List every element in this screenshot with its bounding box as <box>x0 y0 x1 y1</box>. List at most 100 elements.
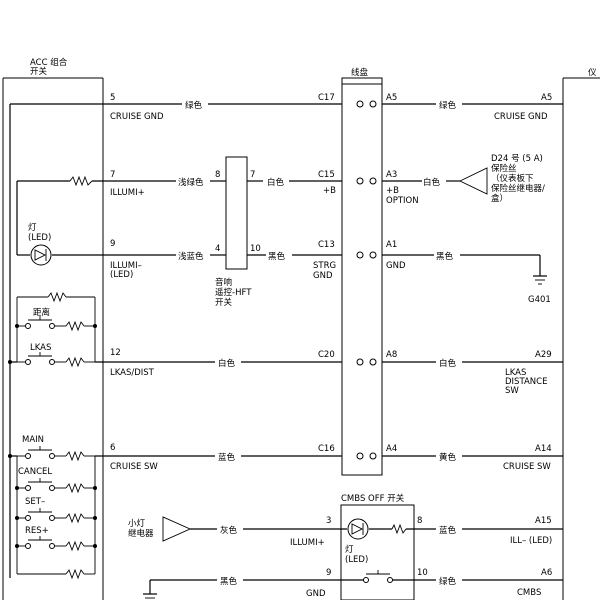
label-lkas: LKAS <box>505 368 526 378</box>
pin-left-6: 6 <box>110 443 115 453</box>
resistor-icon <box>69 175 93 187</box>
wire-color-green-3: 绿色 <box>439 576 457 587</box>
label-sw: SW <box>505 386 519 396</box>
ground-label: G401 <box>528 295 551 305</box>
harness-contact-3 <box>356 251 377 259</box>
switch-lkas-label: LKAS <box>30 343 51 353</box>
pin-left-9: 9 <box>110 239 115 249</box>
hft-label-2: 遥控-HFT <box>215 287 252 298</box>
pin-a4: A4 <box>386 444 397 454</box>
label-illumi-minus: ILLUMI– <box>110 261 142 271</box>
pin-left-12: 12 <box>110 348 121 358</box>
wire-color-black-2: 黑色 <box>220 576 238 587</box>
pin-a3: A3 <box>386 170 397 180</box>
relay-label-2: 继电器 <box>128 528 154 539</box>
relay-label-1: 小灯 <box>128 518 146 529</box>
ground-icon <box>533 275 547 285</box>
wire-color-light-green: 浅绿色 <box>178 177 204 188</box>
harness-title: 线盘 <box>351 67 369 78</box>
cmbs-resistor-icon <box>391 523 407 535</box>
harness-contact-5 <box>356 452 377 460</box>
label-cruise-gnd-left: CRUISE GND <box>110 112 164 122</box>
distance-lkas-switch-group <box>15 291 97 368</box>
label-led: (LED) <box>110 270 133 280</box>
pin-c13: C13 <box>318 240 335 250</box>
wire-color-green-2: 绿色 <box>439 100 457 111</box>
pin-a14: A14 <box>535 444 552 454</box>
pin-a8: A8 <box>386 350 397 360</box>
pin-r-a5: A5 <box>541 93 552 103</box>
wire-cruise-gnd <box>9 103 563 578</box>
fuse-line-2: 保险丝 <box>491 163 517 174</box>
harness-contact-2 <box>356 177 377 185</box>
hft-label-1: 音响 <box>215 277 232 288</box>
switch-res-label: RES+ <box>25 526 49 536</box>
hft-label-3: 开关 <box>215 297 233 308</box>
wire-color-green-1: 绿色 <box>185 100 203 111</box>
fuse-arrow-icon <box>458 167 488 195</box>
cmbs-pin-8: 8 <box>417 516 422 526</box>
switch-distance-label: 距离 <box>33 307 50 318</box>
junction-dot <box>8 454 12 458</box>
pin-left-5: 5 <box>110 93 115 103</box>
lamp-label-2: (LED) <box>28 233 51 243</box>
cmbs-ground-icon <box>143 593 157 599</box>
pin-a29: A29 <box>535 350 552 360</box>
cmbs-label-illumi: ILLUMI+ <box>290 538 325 548</box>
label-b-plus-c: +B <box>323 186 336 196</box>
hft-switch-box <box>225 156 248 270</box>
hft-pin-10: 10 <box>250 244 261 254</box>
pin-a5: A5 <box>386 93 397 103</box>
acc-switch-title-1: ACC 组合 <box>30 57 68 68</box>
wire-color-yellow: 黄色 <box>439 452 457 463</box>
pin-c20: C20 <box>318 350 335 360</box>
cmbs-lamp-1: 灯 <box>345 544 354 555</box>
wire-color-light-blue: 浅蓝色 <box>178 251 204 262</box>
cmbs-led-icon <box>347 518 369 540</box>
pin-a1: A1 <box>386 240 397 250</box>
switch-set-label: SET– <box>25 497 45 507</box>
cmbs-title: CMBS OFF 开关 <box>341 493 405 504</box>
harness-contact-1 <box>356 100 377 108</box>
hft-pin-8: 8 <box>215 170 220 180</box>
acc-switch-title-2: 开关 <box>30 66 48 77</box>
label-option: OPTION <box>386 196 419 206</box>
wire-color-gray: 灰色 <box>220 525 238 536</box>
cmbs-lamp-2: (LED) <box>345 555 368 565</box>
pin-left-7: 7 <box>110 170 115 180</box>
cmbs-switch-contact <box>363 570 393 583</box>
label-strg: STRG <box>313 261 336 271</box>
junction-dot <box>8 360 12 364</box>
wire-color-white-2: 白色 <box>218 358 236 369</box>
pin-c17: C17 <box>318 93 335 103</box>
label-cruise-sw-left: CRUISE SW <box>110 462 158 472</box>
label-distance: DISTANCE <box>505 377 547 387</box>
hft-pin-7: 7 <box>250 170 255 180</box>
lamp-label-1: 灯 <box>28 222 37 233</box>
pin-c16: C16 <box>318 444 335 454</box>
wire-color-white-hft: 白色 <box>267 177 285 188</box>
relay-arrow-icon <box>162 516 192 542</box>
label-cruise-gnd-right: CRUISE GND <box>494 112 548 122</box>
fuse-line-4: 保险丝继电器/ <box>491 183 545 194</box>
cmbs-label-gnd: GND <box>306 589 326 599</box>
wire-cmbs-gnd <box>149 579 563 594</box>
wire-color-black-1: 黑色 <box>436 251 454 262</box>
pin-a15: A15 <box>535 516 552 526</box>
cruise-switch-group <box>15 446 97 580</box>
label-cruise-sw-right: CRUISE SW <box>503 462 551 472</box>
label-lkas-dist: LKAS/DIST <box>110 368 155 378</box>
wire-color-blue-1: 蓝色 <box>218 452 236 463</box>
cmbs-switch-box <box>340 504 415 600</box>
fuse-line-3: （仪表板下 <box>491 173 534 184</box>
hft-pin-4: 4 <box>215 244 220 254</box>
wire-illumi-minus <box>17 254 541 276</box>
label-ill-led: ILL– (LED) <box>510 536 552 546</box>
label-gnd-a: GND <box>386 261 406 271</box>
cmbs-pin-3: 3 <box>326 516 331 526</box>
label-gnd-c: GND <box>313 271 333 281</box>
led-lamp-icon <box>30 244 52 266</box>
wire-color-black-hft: 黑色 <box>268 251 286 262</box>
pin-a6: A6 <box>541 568 552 578</box>
